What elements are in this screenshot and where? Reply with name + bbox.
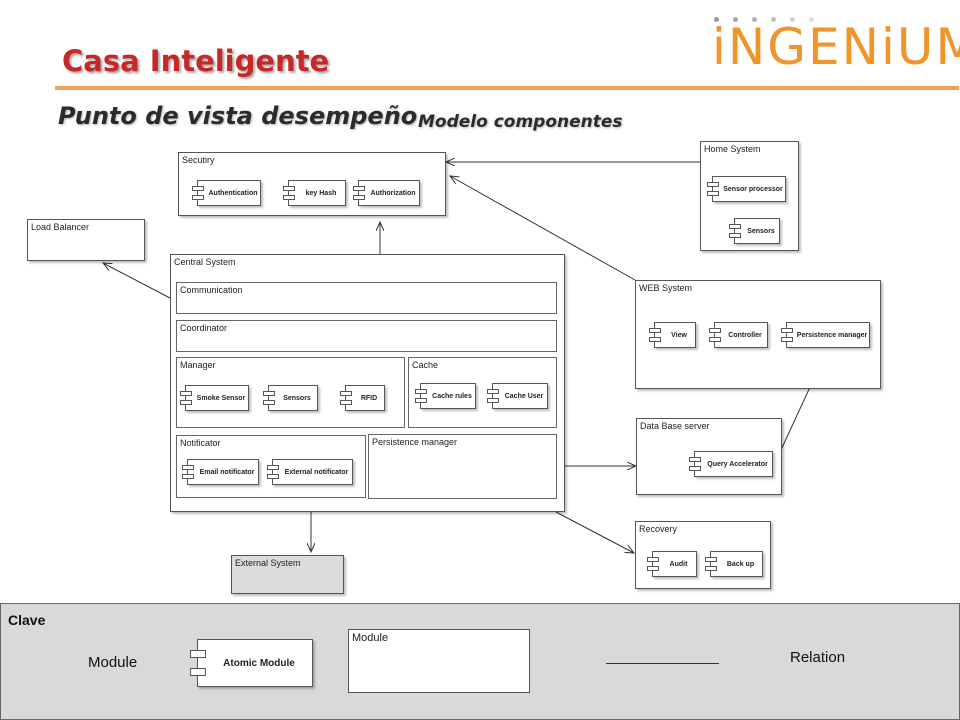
component-label: Cache User xyxy=(504,392,544,400)
legend-relation-label: Relation xyxy=(790,649,846,666)
legend-atomic-module: Atomic Module xyxy=(190,639,313,687)
title-rule xyxy=(55,86,959,90)
cache-user-component: Cache User xyxy=(487,383,548,409)
external-system-module: External System xyxy=(231,555,344,594)
page-subtitle-suffix: - Modelo componentes xyxy=(405,112,623,132)
coordinator-module: Coordinator xyxy=(176,320,557,352)
legend-atomic-module-label: Atomic Module xyxy=(223,657,295,669)
component-label: Smoke Sensor xyxy=(196,394,246,402)
cache-rules-component: Cache rules xyxy=(415,383,476,409)
coordinator-label: Coordinator xyxy=(180,323,228,333)
component-label: Back up xyxy=(726,560,755,568)
component-label: Persistence manager xyxy=(796,331,868,339)
component-label: Authorization xyxy=(370,189,416,197)
page-title: Casa Inteligente xyxy=(62,44,330,78)
home-system-label: Home System xyxy=(704,144,761,154)
legend-module-label: Module xyxy=(88,654,138,671)
security-label: Secutiry xyxy=(182,155,215,165)
load-balancer-label: Load Balancer xyxy=(31,222,90,232)
smoke-sensor-component: Smoke Sensor xyxy=(180,385,249,411)
cache-label: Cache xyxy=(412,360,439,370)
component-label: Cache rules xyxy=(432,392,472,400)
legend-relation-line xyxy=(606,663,719,664)
legend-module-box-label: Module xyxy=(352,632,389,644)
component-label: Authentication xyxy=(208,189,258,197)
component-label: View xyxy=(671,331,687,339)
component-label: Sensors xyxy=(283,394,311,402)
component-label: Controller xyxy=(728,331,762,339)
logo-dot xyxy=(809,17,814,22)
persistence-manager-label: Persistence manager xyxy=(372,437,458,447)
load-balancer-module: Load Balancer xyxy=(27,219,145,261)
web-persistence-manager-component: Persistence manager xyxy=(781,322,870,348)
communication-module: Communication xyxy=(176,282,557,314)
logo-dot xyxy=(733,17,738,22)
controller-component: Controller xyxy=(709,322,768,348)
component-label: Audit xyxy=(669,560,688,568)
relation-central-to-loadbalancer xyxy=(103,263,171,299)
external-notificator-component: External notificator xyxy=(267,459,353,485)
data-base-server-label: Data Base server xyxy=(640,421,710,431)
component-label: Email notificator xyxy=(199,468,255,476)
logo-text: iNGENiUM xyxy=(712,18,960,76)
query-accelerator-component: Query Accelerator xyxy=(689,451,773,477)
authentication-component: Authentication xyxy=(192,180,261,206)
legend-title: Clave xyxy=(8,612,46,628)
relation-web-to-security xyxy=(450,176,636,281)
audit-component: Audit xyxy=(647,551,697,577)
logo-dot xyxy=(771,17,776,22)
communication-label: Communication xyxy=(180,285,243,295)
logo-dot xyxy=(714,17,719,22)
component-label: External notificator xyxy=(284,468,349,476)
manager-label: Manager xyxy=(180,360,216,370)
logo-dot xyxy=(790,17,795,22)
page-subtitle: Punto de vista desempeño xyxy=(58,102,418,130)
component-label: key Hash xyxy=(305,189,337,197)
relation-central-to-recovery xyxy=(555,511,634,553)
key-hash-component: key Hash xyxy=(283,180,346,206)
component-label: Sensors xyxy=(747,227,775,235)
component-label: Query Accelerator xyxy=(707,460,768,468)
email-notificator-component: Email notificator xyxy=(182,459,259,485)
external-system-label: External System xyxy=(235,558,301,568)
component-label: RFID xyxy=(360,394,378,402)
view-component: View xyxy=(649,322,696,348)
central-system-label: Central System xyxy=(174,257,236,267)
component-label: Sensor processor xyxy=(723,185,783,193)
sensor-processor-component: Sensor processor xyxy=(707,176,786,202)
legend-module-box: Module xyxy=(348,629,530,693)
sensors-component: Sensors xyxy=(263,385,318,411)
logo-dot xyxy=(752,17,757,22)
web-system-label: WEB System xyxy=(639,283,693,293)
notificator-label: Notificator xyxy=(180,438,221,448)
persistence-manager-module: Persistence manager xyxy=(368,434,557,499)
recovery-label: Recovery xyxy=(639,524,678,534)
authorization-component: Authorization xyxy=(353,180,420,206)
back-up-component: Back up xyxy=(705,551,763,577)
rfid-component: RFID xyxy=(340,385,385,411)
home-sensors-component: Sensors xyxy=(729,218,780,244)
